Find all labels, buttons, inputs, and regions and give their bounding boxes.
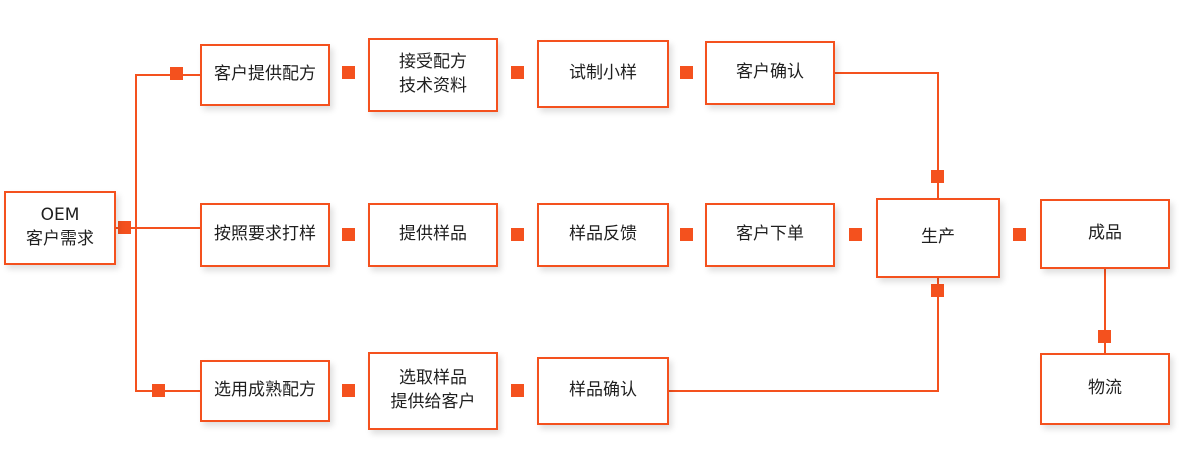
node-oem-customer-demand: OEM 客户需求 <box>4 191 116 265</box>
node-sample-confirm: 样品确认 <box>537 357 669 425</box>
node-label: 接受配方 技术资料 <box>399 52 467 96</box>
connector-square <box>931 170 944 183</box>
node-sample-feedback: 样品反馈 <box>537 203 669 267</box>
connector-line-branch-top <box>135 74 200 76</box>
node-select-sample-for-customer: 选取样品 提供给客户 <box>368 352 498 430</box>
node-accept-formula-materials: 接受配方 技术资料 <box>368 38 498 112</box>
node-customer-provide-formula: 客户提供配方 <box>200 44 330 106</box>
node-label: 按照要求打样 <box>214 224 316 245</box>
node-production: 生产 <box>876 198 1000 278</box>
node-customer-order: 客户下单 <box>705 203 835 267</box>
node-use-mature-formula: 选用成熟配方 <box>200 360 330 422</box>
connector-square <box>511 228 524 241</box>
connector-line-sampleconfirm-right <box>669 390 939 392</box>
node-label: 客户下单 <box>736 224 804 245</box>
node-label: 客户提供配方 <box>214 64 316 85</box>
node-label: 客户确认 <box>736 62 804 83</box>
node-label: 选用成熟配方 <box>214 380 316 401</box>
node-label: OEM 客户需求 <box>26 205 94 249</box>
connector-square <box>342 384 355 397</box>
connector-line-branch-bottom <box>135 390 200 392</box>
connector-line-branch-middle <box>137 227 200 229</box>
connector-square <box>118 221 131 234</box>
connector-square <box>152 384 165 397</box>
node-trial-small-sample: 试制小样 <box>537 40 669 108</box>
connector-square <box>849 228 862 241</box>
node-label: 选取样品 提供给客户 <box>390 368 476 412</box>
node-customer-confirm: 客户确认 <box>705 41 835 105</box>
node-finished-product: 成品 <box>1040 199 1170 269</box>
node-label: 物流 <box>1088 378 1122 399</box>
connector-line-confirm-to-right <box>835 72 939 74</box>
connector-square <box>342 66 355 79</box>
node-provide-sample: 提供样品 <box>368 203 498 267</box>
connector-square <box>1098 330 1111 343</box>
connector-square <box>342 228 355 241</box>
connector-square <box>680 228 693 241</box>
node-label: 样品确认 <box>569 380 637 401</box>
connector-line-trunk-vertical <box>135 74 137 392</box>
node-label: 提供样品 <box>399 224 467 245</box>
node-label: 成品 <box>1088 223 1122 244</box>
connector-square <box>511 384 524 397</box>
connector-line-finished-to-logistics <box>1104 269 1106 354</box>
node-logistics: 物流 <box>1040 353 1170 425</box>
connector-square <box>1013 228 1026 241</box>
connector-square <box>680 66 693 79</box>
connector-square <box>511 66 524 79</box>
connector-line-up-to-production <box>937 278 939 392</box>
node-label: 样品反馈 <box>569 224 637 245</box>
connector-square <box>931 284 944 297</box>
node-label: 生产 <box>921 227 955 248</box>
node-sample-per-request: 按照要求打样 <box>200 203 330 267</box>
connector-line-down-to-production <box>937 72 939 198</box>
node-label: 试制小样 <box>569 63 637 84</box>
connector-square <box>170 67 183 80</box>
